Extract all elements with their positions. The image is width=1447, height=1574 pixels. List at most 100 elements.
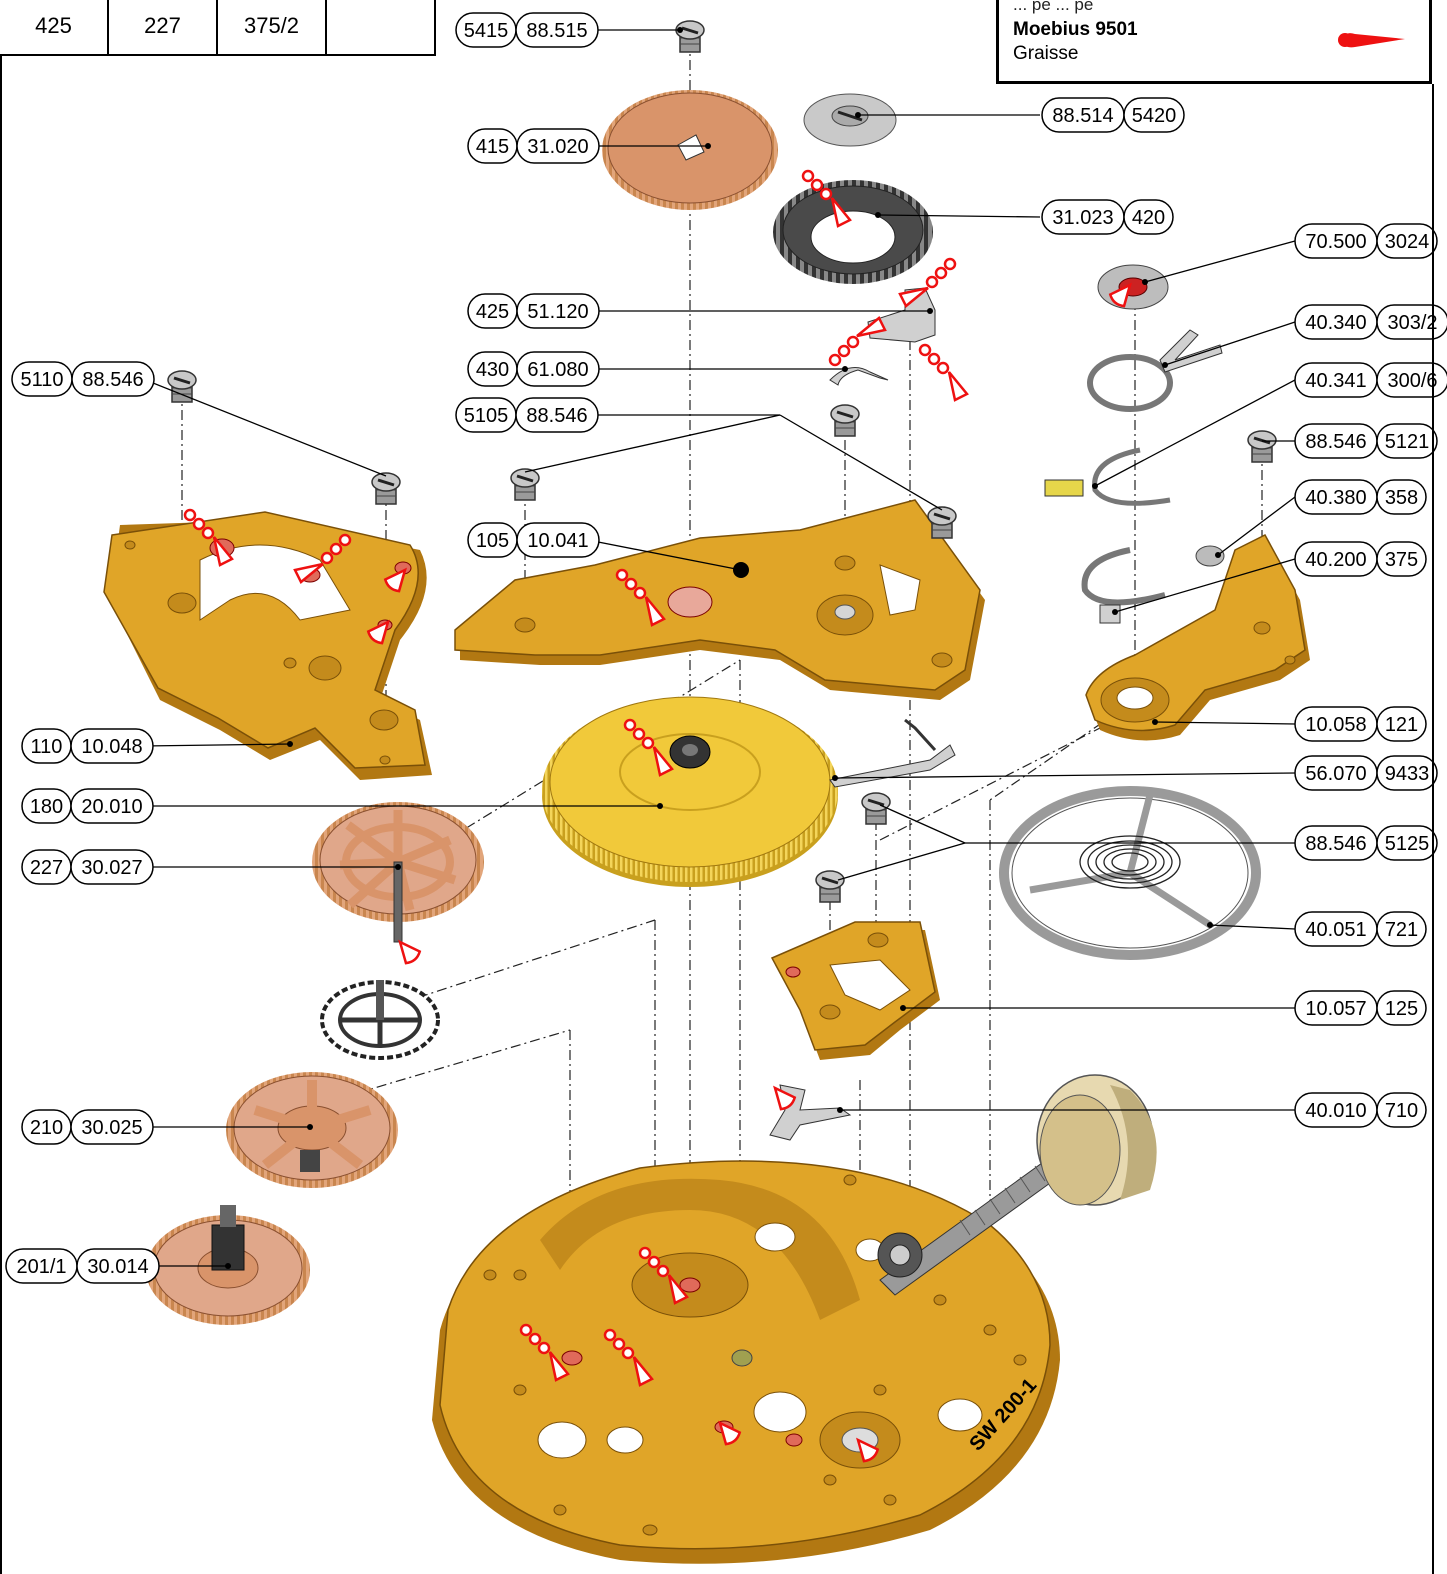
part-callout: 105 10.041 <box>467 522 600 558</box>
callout-right-number: 10.041 <box>527 530 588 552</box>
callout-left-number: 227 <box>30 857 63 879</box>
click-spring <box>829 367 889 386</box>
callout-left-number: 425 <box>476 301 509 323</box>
callout-left-number: 180 <box>30 796 63 818</box>
callout-pill <box>1376 706 1427 742</box>
callout-right-number: 121 <box>1385 714 1418 736</box>
callout-left-number: 40.200 <box>1305 549 1366 571</box>
part-callout: 40.341 300/6 <box>1294 362 1447 398</box>
legend-lubricant-name: Moebius 9501 <box>1013 19 1138 40</box>
winding-crown-stem <box>877 1074 1157 1296</box>
regulator-pin <box>1044 447 1171 506</box>
callout-right-number: 51.120 <box>527 301 588 323</box>
callout-left-number: 40.380 <box>1305 487 1366 509</box>
callout-left-number: 40.341 <box>1305 370 1366 392</box>
callout-right-number: 5125 <box>1385 833 1430 855</box>
callout-left-number: 40.051 <box>1305 919 1366 941</box>
balance-wheel <box>999 786 1261 960</box>
callout-left-number: 70.500 <box>1305 231 1366 253</box>
part-callout: 425 51.120 <box>467 293 600 329</box>
table-cell: 375/2 <box>216 0 327 56</box>
train-bridge-screw <box>926 505 958 540</box>
callout-right-number: 30.025 <box>81 1117 142 1139</box>
callout-pill <box>515 12 599 48</box>
callout-right-number: 420 <box>1132 207 1165 229</box>
callout-right-number: 5420 <box>1132 105 1177 127</box>
part-callout: 88.514 5420 <box>1041 97 1185 133</box>
barrel-bridge <box>103 511 432 780</box>
callout-left-number: 105 <box>476 530 509 552</box>
callout-pill <box>516 128 600 164</box>
part-callout: 5110 88.546 <box>11 361 155 397</box>
left-border <box>0 54 2 1574</box>
callout-left-number: 201/1 <box>16 1256 66 1278</box>
part-callout: 10.057 125 <box>1294 990 1427 1026</box>
barrel-bridge-screw <box>166 369 198 404</box>
table-cell: 227 <box>107 0 218 56</box>
callout-right-number: 125 <box>1385 998 1418 1020</box>
callout-pill <box>1376 1092 1427 1128</box>
callout-left-number: 5110 <box>20 369 63 391</box>
train-bridge <box>454 499 985 700</box>
third-wheel <box>312 802 484 943</box>
callout-right-number: 9433 <box>1385 763 1430 785</box>
oil-drop-icon <box>1338 33 1405 48</box>
pallet-bridge-screw <box>860 791 892 826</box>
callout-pill <box>515 397 599 433</box>
table-cell: 425 <box>0 0 109 56</box>
reference-table: 425 227 375/2 <box>0 0 436 56</box>
escape-wheel <box>320 980 440 1060</box>
callout-left-number: 88.546 <box>1305 431 1366 453</box>
setting-lever-spring <box>829 718 956 788</box>
stud-carrier <box>1087 329 1223 412</box>
part-callout: 227 30.027 <box>21 849 154 885</box>
barrel-wheel <box>542 696 838 887</box>
part-callout: 5105 88.546 <box>455 397 599 433</box>
balance-cock <box>1085 534 1310 741</box>
callout-pill <box>76 1248 160 1284</box>
callout-left-number: 88.514 <box>1052 105 1113 127</box>
callout-pill <box>1376 362 1447 398</box>
callout-right-number: 300/6 <box>1387 370 1437 392</box>
crown-wheel-washer <box>803 93 897 147</box>
train-bridge-screw <box>509 467 541 502</box>
callout-right-number: 61.080 <box>527 359 588 381</box>
pallet-bridge <box>770 921 940 1060</box>
callout-left-number: 10.057 <box>1305 998 1366 1020</box>
callout-left-number: 31.023 <box>1052 207 1113 229</box>
callout-pill <box>516 522 600 558</box>
shock-absorber-setting <box>1097 264 1169 310</box>
lubrication-legend: ... pe ... pe Moebius 9501 Graisse <box>996 0 1432 84</box>
callout-pill <box>1376 911 1427 947</box>
callout-pill <box>1376 990 1427 1026</box>
ratchet-wheel <box>602 90 778 210</box>
callout-left-number: 40.340 <box>1305 312 1366 334</box>
callout-pill <box>1376 423 1438 459</box>
callout-left-number: 5105 <box>464 405 509 427</box>
callout-right-number: 88.546 <box>526 405 587 427</box>
callout-right-number: 88.546 <box>82 369 143 391</box>
balance-cock-screw <box>1246 429 1278 464</box>
callout-pill <box>70 1109 154 1145</box>
callout-right-number: 88.515 <box>526 20 587 42</box>
regulator <box>1081 547 1166 624</box>
crown-wheel <box>773 180 933 284</box>
center-wheel <box>226 1072 398 1188</box>
callout-right-number: 30.027 <box>81 857 142 879</box>
legend-header-text: ... pe ... pe <box>1013 0 1094 14</box>
stud <box>1195 545 1225 567</box>
